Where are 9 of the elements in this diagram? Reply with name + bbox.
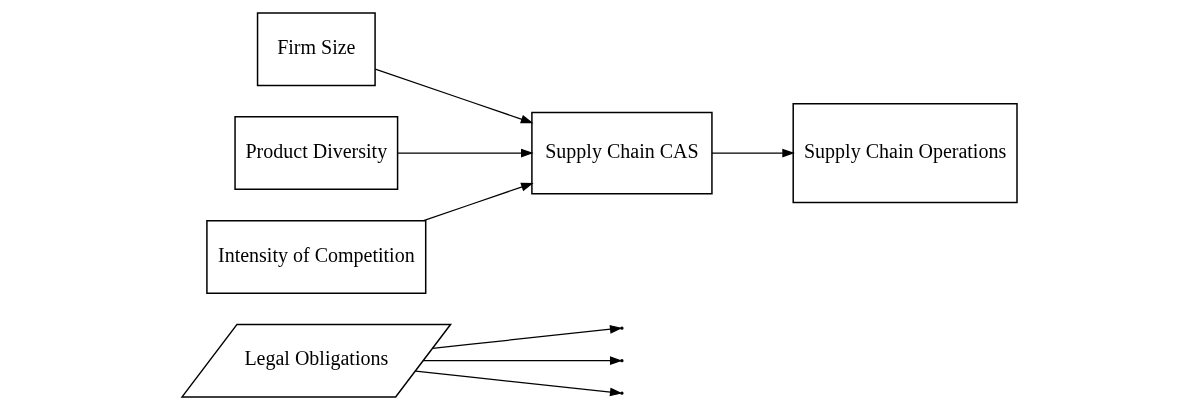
arrow (396, 148, 534, 158)
arrow (422, 182, 534, 222)
node-box: Firm Size (256, 12, 376, 87)
node-box: Supply Chain CAS (530, 111, 713, 195)
arrow (710, 148, 795, 158)
arrow (374, 68, 533, 124)
node-box: Product Diversity (233, 116, 398, 191)
node-box: Intensity of Competition (205, 219, 426, 294)
node-box: Supply Chain Operations (791, 103, 1018, 204)
